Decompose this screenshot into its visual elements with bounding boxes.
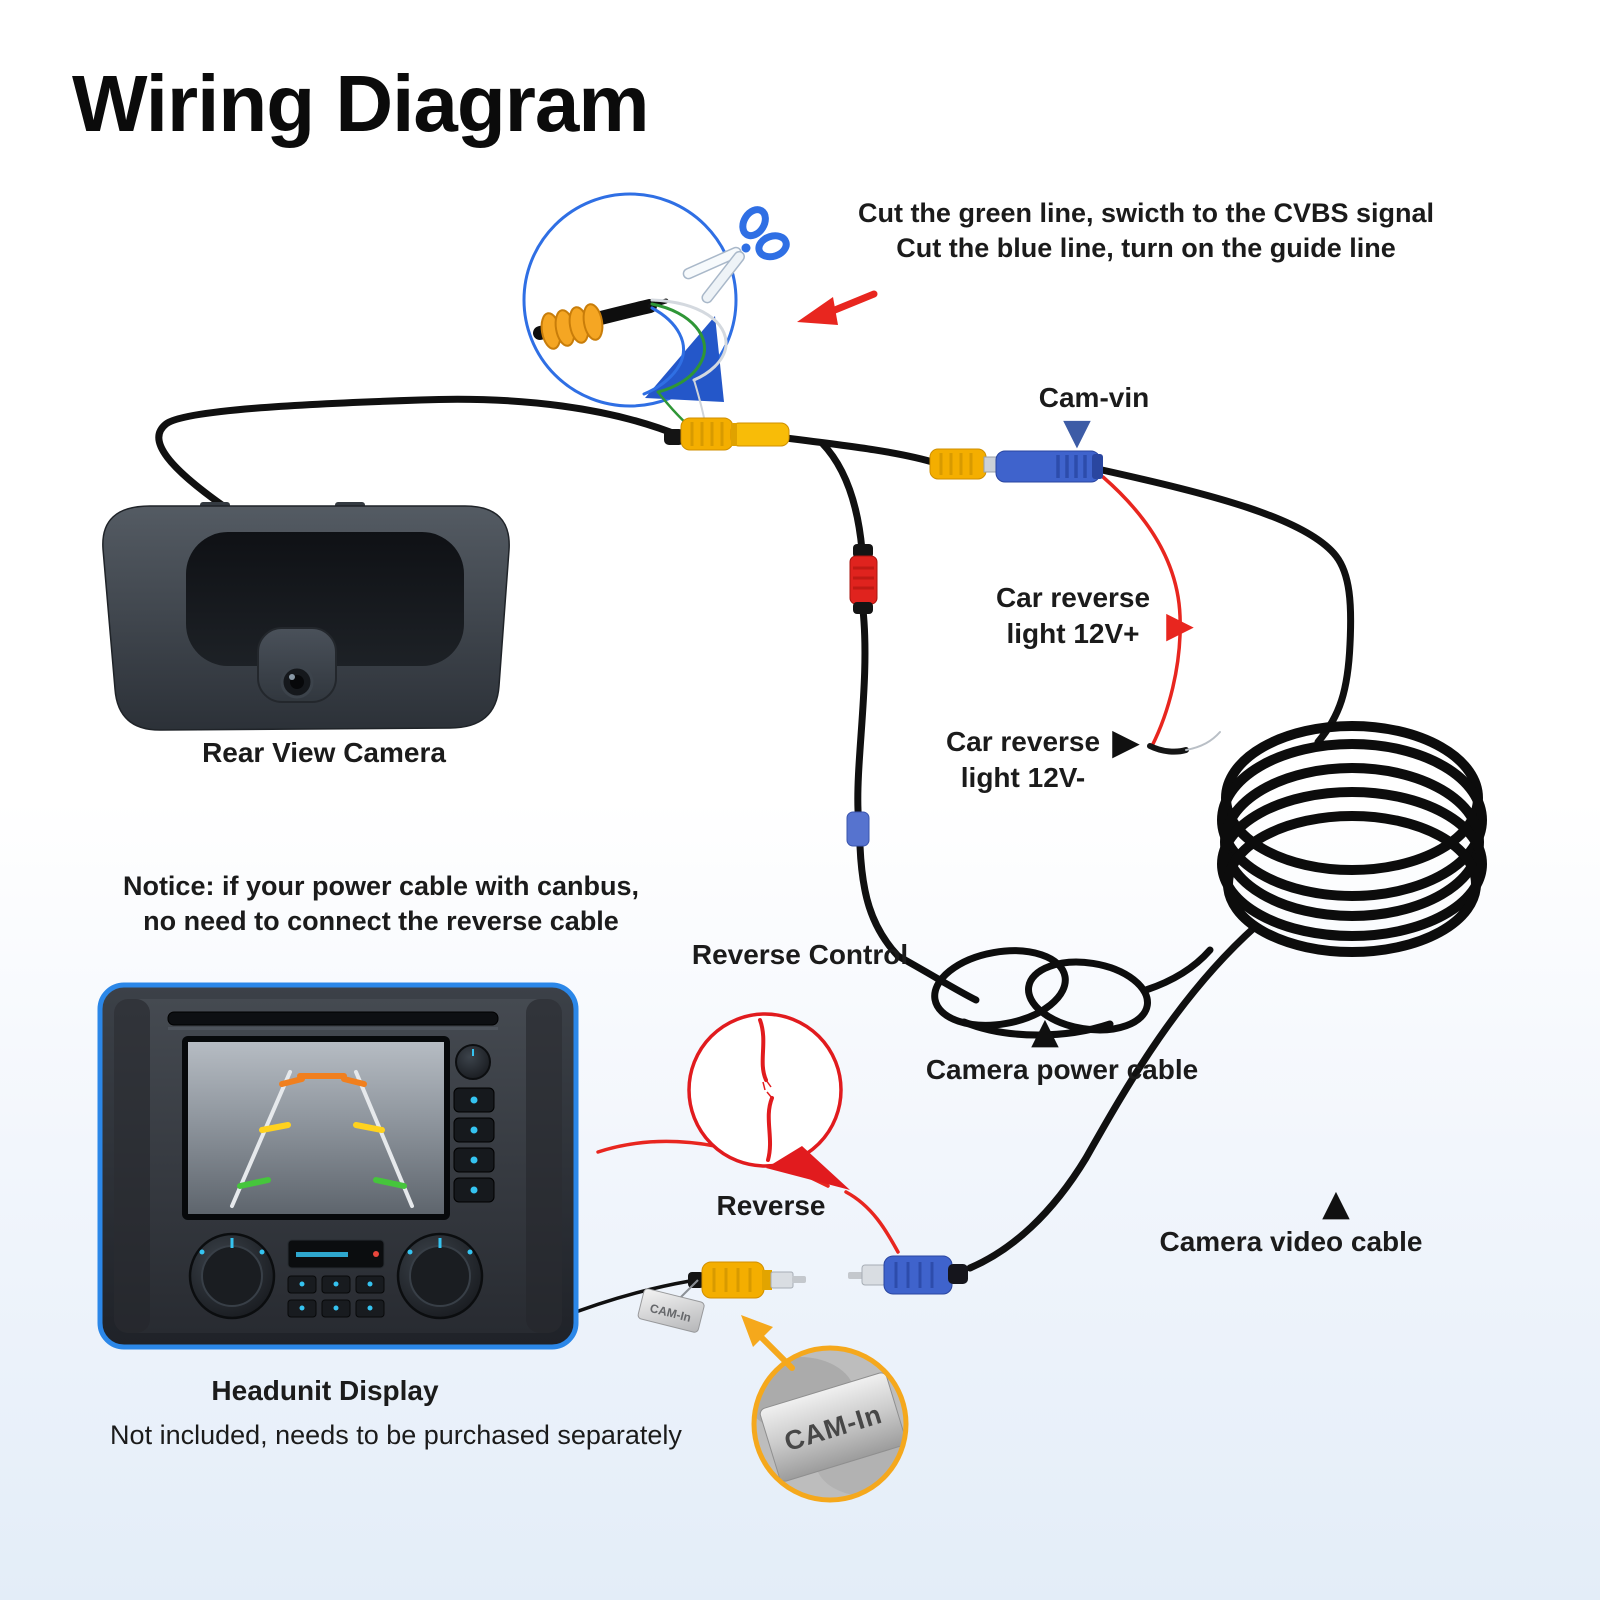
reverse-light-negative-label: Car reverse light 12V- [946,724,1100,797]
volume-knob [455,1044,491,1080]
cam-vin-label: Cam-vin [1038,382,1150,413]
cut-instruction-line1: Cut the green line, swicth to the CVBS s… [857,198,1435,228]
cd-slot [167,1011,499,1026]
cam-in-yellow-rca [688,1261,806,1299]
reverse-zoom-circle [687,1012,850,1190]
zoom-pointer-wedge-red [766,1146,850,1190]
page-title: Wiring Diagram [72,59,649,148]
parking-guidelines [230,1070,414,1208]
blue-heat-shrink-band [846,811,870,847]
notice-line2: no need to connect the reverse cable [143,906,619,937]
cam-in-metal-tag: CAM-In [637,1288,705,1333]
reverse-light-positive-line1: Car reverse [995,582,1151,613]
yellow-rca-connector-pair [664,417,790,451]
headunit-image [97,982,579,1350]
notice-line1: Notice: if your power cable with canbus, [122,871,640,901]
cable-coil [1217,721,1487,957]
cable-runs [155,395,1355,1320]
cut-instructions: Cut the green line, swicth to the CVBS s… [858,196,1434,266]
camera-video-cable-label: Camera video cable [1159,1226,1423,1257]
headunit-note-label: Not included, needs to be purchased sepa… [110,1420,682,1450]
camera-power-cable-label: Camera power cable [925,1054,1199,1085]
reverse-label: Reverse [716,1190,826,1221]
cable-cut-zoom-circle [522,192,790,436]
reverse-light-positive-line2: light 12V+ [1006,618,1140,650]
right-knob [396,1232,484,1320]
reverse-control-label: Reverse Control [691,939,909,970]
cam-vin-marker-icon: ▼ [1063,412,1091,453]
rear-view-camera-image [102,502,510,731]
video-blue-rca [848,1255,968,1295]
power-cable-knot [894,946,1214,1039]
scissors-icon [682,206,790,304]
camera-power-marker-icon: ▲ [1031,1011,1059,1052]
notice-text: Notice: if your power cable with canbus,… [123,869,639,939]
cut-instruction-line2: Cut the blue line, turn on the guide lin… [896,233,1396,264]
reverse-light-negative-line2: light 12V- [960,762,1086,794]
cable-coil-wrap [540,303,604,350]
power-connector [849,544,878,614]
headunit-display-label: Headunit Display [211,1375,439,1406]
reverse-light-positive-label: Car reverse light 12V+ [996,580,1150,653]
cam-vin-connector [929,448,1103,483]
stripped-wires [642,298,728,436]
cam-in-zoom-circle: CAM-In [751,1345,909,1503]
camera-video-marker-icon: ▲ [1322,1183,1350,1224]
red-arrow-icon [797,290,878,325]
left-knob [188,1232,276,1320]
yellow-arrow-icon [741,1315,795,1371]
reverse-light-positive-marker-icon: ▶ [1166,605,1194,646]
reverse-light-negative-line1: Car reverse [945,726,1101,757]
rear-view-camera-label: Rear View Camera [202,737,446,768]
side-buttons [453,1087,495,1203]
reverse-light-negative-marker-icon: ▶ [1112,722,1140,763]
